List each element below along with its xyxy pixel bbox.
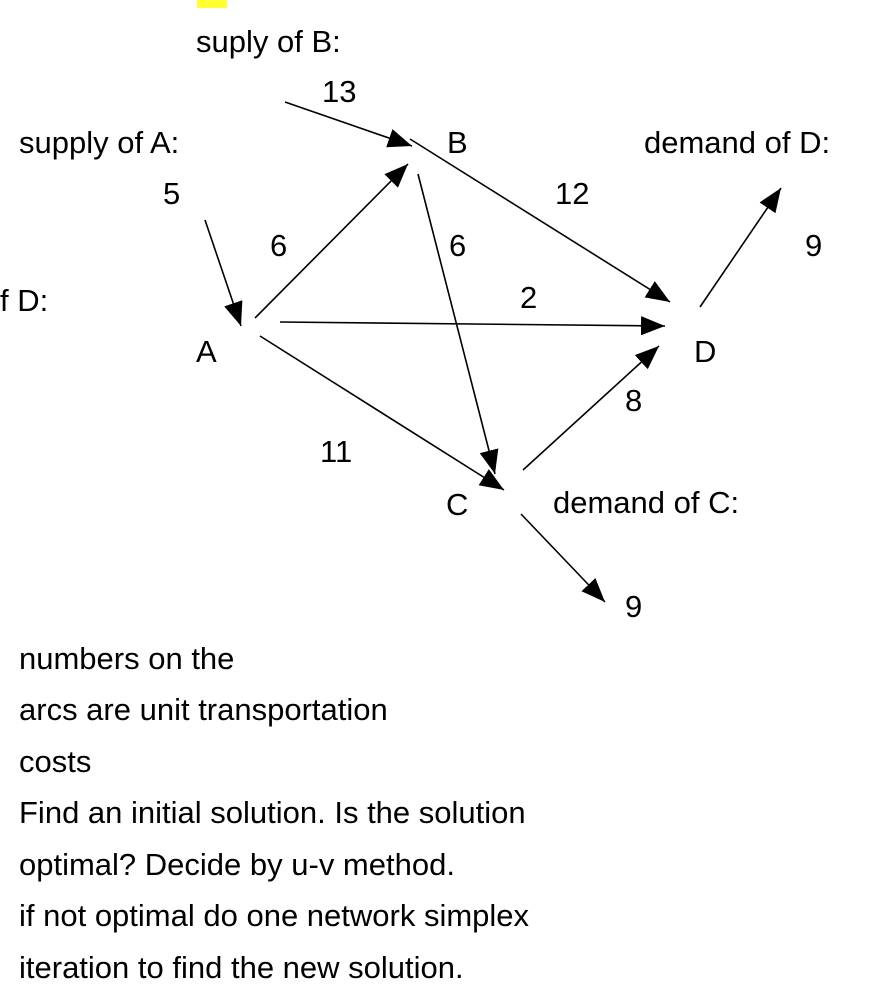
description-line-5: optimal? Decide by u-v method. [19, 847, 455, 882]
arc-demand-d [699, 187, 782, 308]
demand-d-label: demand of D: [644, 125, 831, 160]
yellow-highlight-mark [197, 0, 227, 8]
demand-c-label: demand of C: [553, 485, 740, 520]
demand-c-value: 9 [625, 589, 643, 624]
cost-a-c: 11 [320, 434, 353, 469]
arc-c-d [522, 345, 660, 471]
arc-a-d [279, 316, 666, 336]
node-d: D [694, 334, 717, 369]
cut-off-label: f D: [0, 283, 49, 318]
node-a: A [196, 334, 217, 369]
supply-a-label: supply of A: [19, 125, 180, 160]
node-c: C [446, 487, 469, 522]
cost-b-c: 6 [449, 228, 467, 263]
description-line-4: Find an initial solution. Is the solutio… [19, 795, 526, 830]
cost-a-b: 6 [270, 228, 288, 263]
arc-a-c [259, 335, 505, 491]
description-line-7: iteration to find the new solution. [19, 950, 464, 985]
supply-a-value: 5 [163, 176, 181, 211]
arc-supply-a [204, 219, 243, 327]
supply-b-label: suply of B: [196, 24, 341, 59]
cost-b-d: 12 [555, 176, 590, 211]
arc-a-b [254, 163, 409, 319]
cost-c-d: 8 [625, 383, 643, 418]
arc-b-d [409, 138, 671, 303]
demand-d-value: 9 [805, 228, 823, 263]
cost-a-d: 2 [520, 280, 538, 315]
description-line-1: numbers on the [19, 641, 235, 676]
supply-b-value: 13 [322, 74, 357, 109]
arc-demand-c [520, 513, 606, 603]
node-b: B [447, 125, 468, 160]
description-line-2: arcs are unit transportation [19, 692, 388, 727]
description-line-6: if not optimal do one network simplex [19, 898, 530, 933]
arc-supply-b [284, 101, 413, 148]
description-line-3: costs [19, 744, 92, 779]
